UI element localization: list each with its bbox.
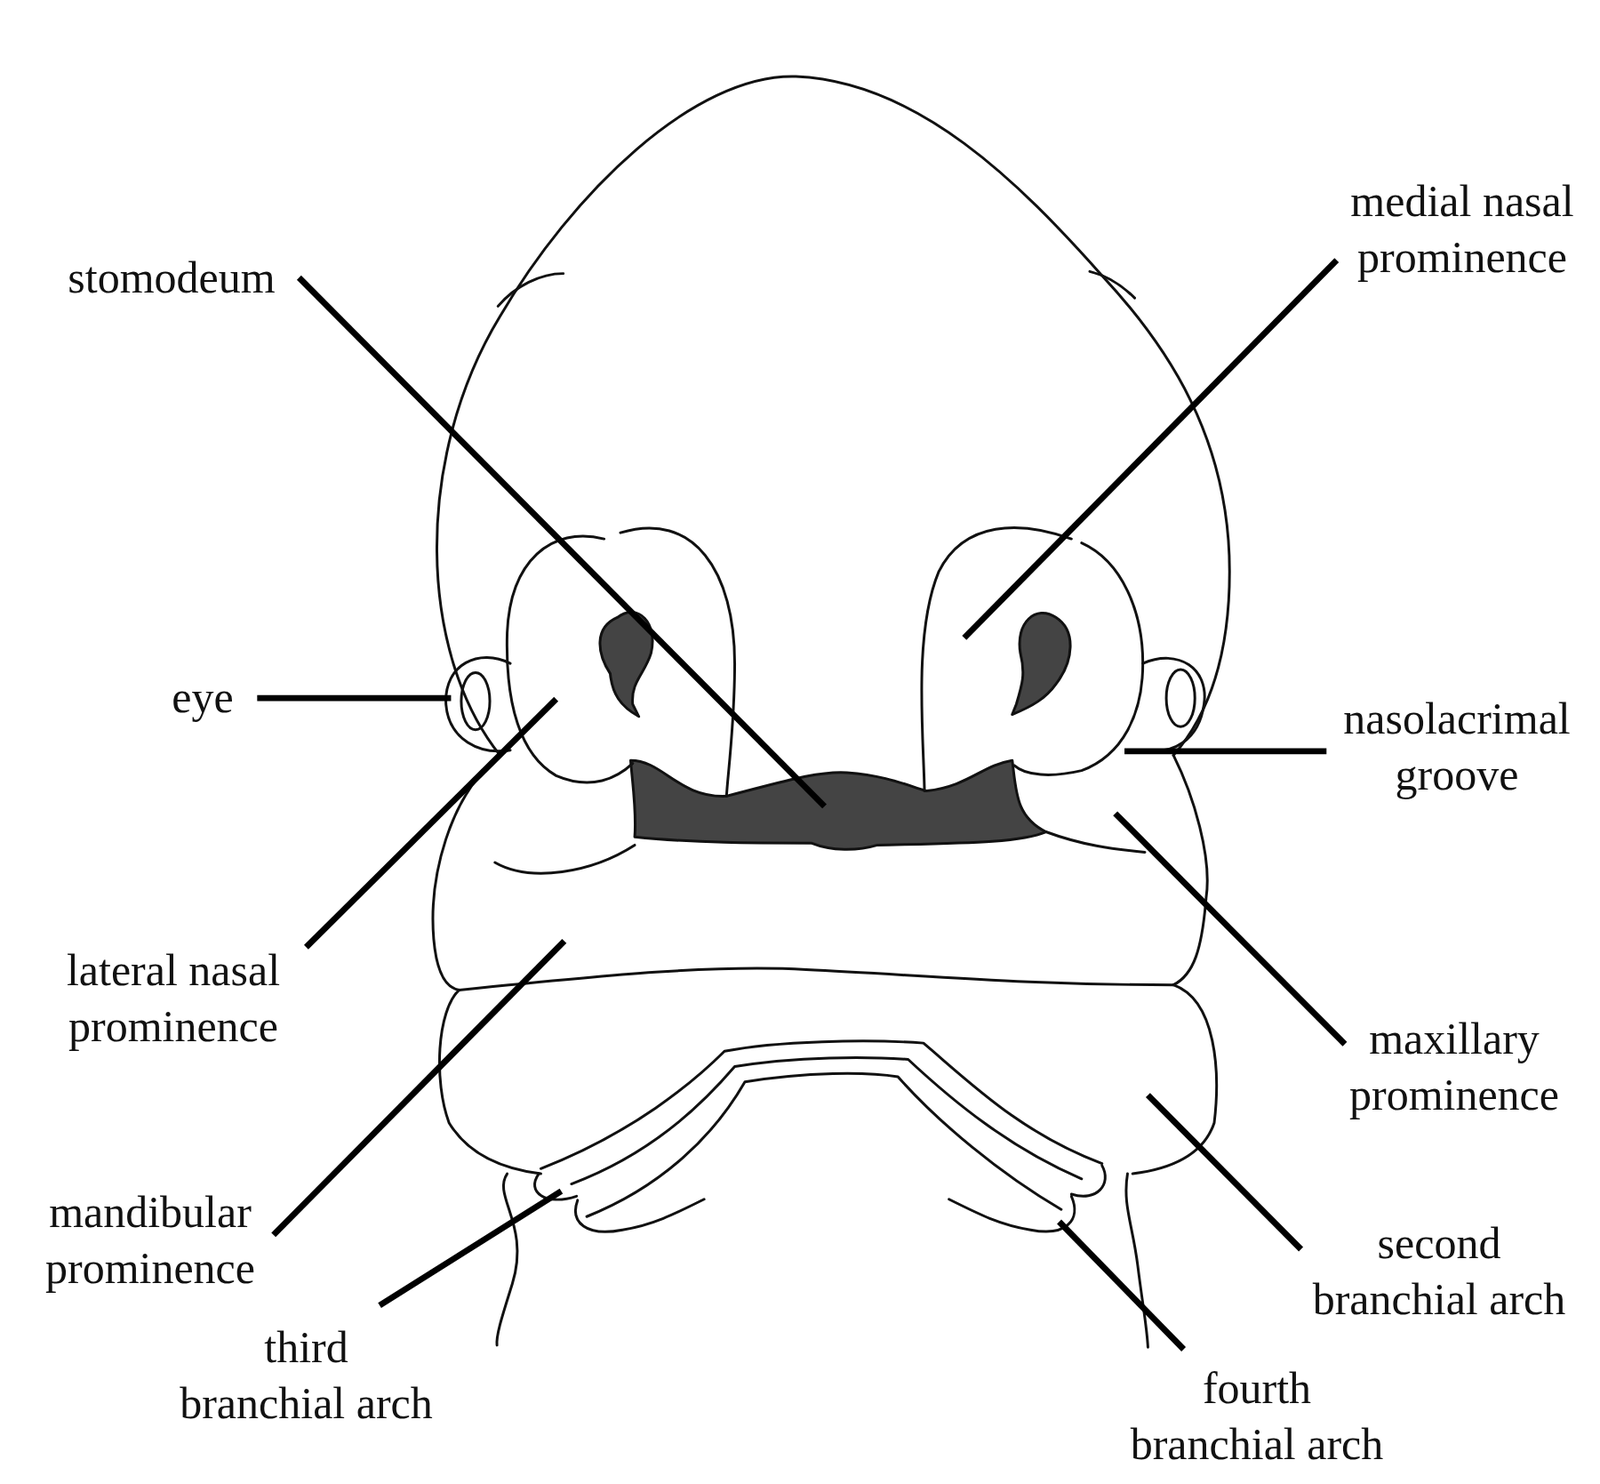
eye-bulge	[446, 657, 511, 752]
leader-line	[1124, 747, 1327, 754]
mandibular-outline	[459, 968, 1175, 990]
part-label: nasolacrimal groove	[1323, 690, 1591, 803]
leader-line	[298, 277, 824, 807]
neck-outline	[1126, 1173, 1149, 1347]
maxillary-inner-line	[495, 844, 635, 873]
third-arch-lobe	[1071, 1165, 1105, 1196]
fourth-arch-lobe	[576, 1199, 705, 1232]
part-label: maxillary prominence	[1320, 1010, 1588, 1123]
part-label: lateral nasal prominence	[40, 942, 307, 1055]
part-label: second branchial arch	[1301, 1215, 1577, 1328]
part-label: fourth branchial arch	[1119, 1360, 1395, 1472]
arch-groove	[571, 1056, 1082, 1184]
part-label: mandibular prominence	[25, 1184, 275, 1296]
leader-line	[1147, 1095, 1301, 1249]
arch-groove	[586, 1072, 1062, 1216]
maxillary-outline	[1173, 754, 1208, 984]
medial-nasal-outline	[921, 527, 1072, 791]
maxillary-inner-line	[1046, 832, 1145, 853]
leader-line	[1059, 1221, 1184, 1349]
head-notch	[1089, 271, 1136, 298]
leader-line	[379, 1191, 561, 1306]
leader-line	[256, 695, 451, 702]
eye-lens	[1166, 669, 1195, 727]
leader-line	[964, 260, 1337, 639]
nasal-pit	[1012, 613, 1071, 715]
part-label: medial nasal prominence	[1337, 173, 1587, 286]
eye-bulge	[1143, 657, 1206, 751]
neck-outline	[496, 1173, 518, 1345]
part-label: stomodeum	[56, 249, 288, 306]
second-arch-outline	[1132, 984, 1216, 1174]
stomodeum-opening	[630, 760, 1046, 849]
head-outline	[436, 76, 1230, 755]
fourth-arch-lobe	[949, 1195, 1075, 1232]
arch-groove	[540, 1040, 1102, 1168]
leader-line	[305, 698, 556, 947]
part-label: eye	[167, 669, 239, 726]
part-label: third branchial arch	[177, 1319, 435, 1432]
leader-line	[1115, 813, 1345, 1044]
eye-lens	[461, 672, 490, 729]
head-notch	[497, 273, 563, 307]
leader-line	[273, 940, 565, 1235]
